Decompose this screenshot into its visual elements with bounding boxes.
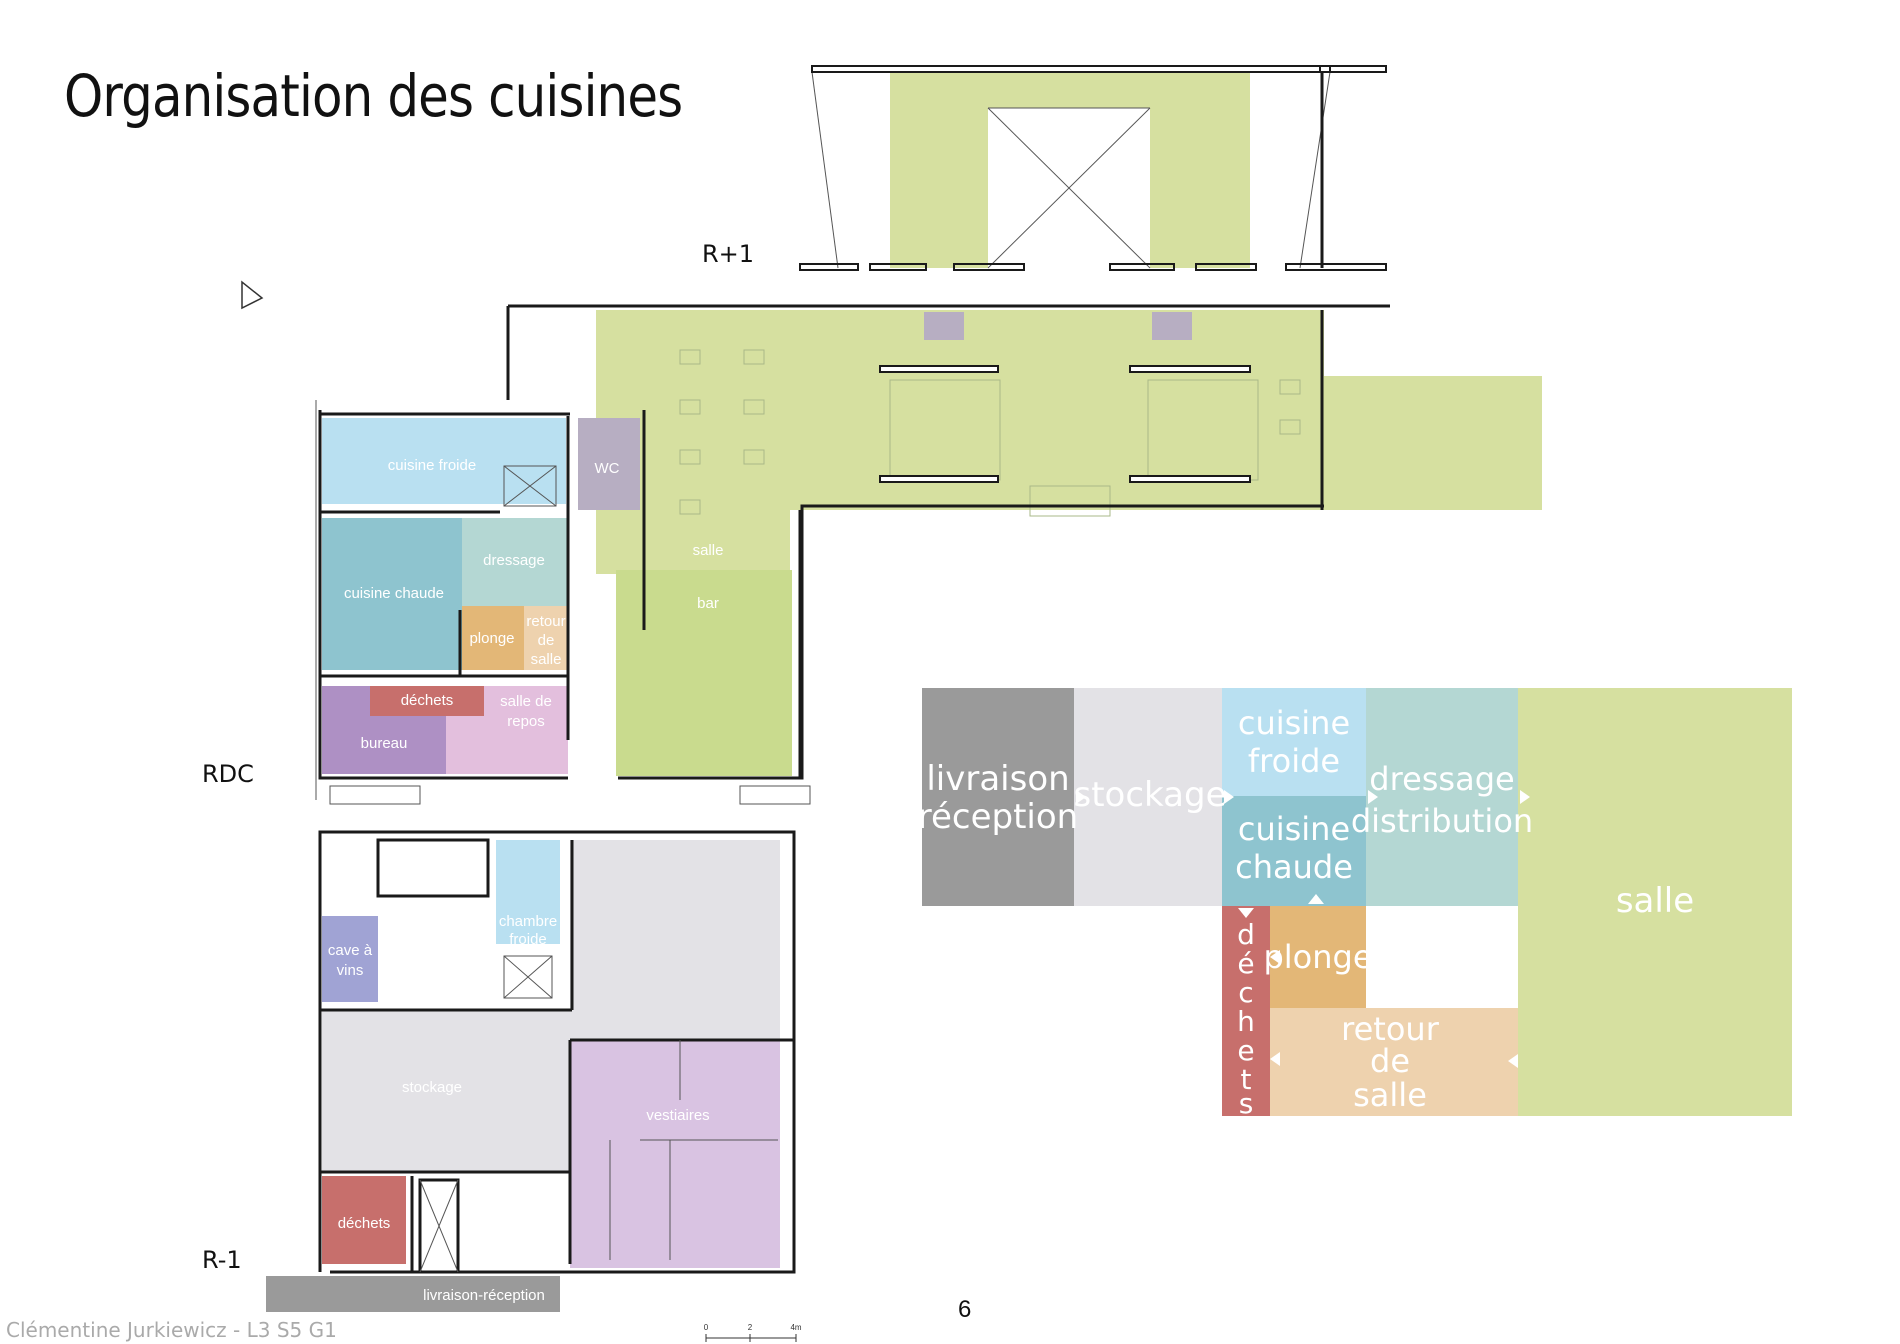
diag-dechets-letter: c (1238, 976, 1253, 1009)
rm1-stockage-right (570, 840, 780, 1040)
rm1-livraison (266, 1276, 560, 1312)
diag-label-salle: salle (1616, 881, 1694, 921)
arrow-salle-retour (1508, 1054, 1518, 1068)
label-dechets-rm1: déchets (338, 1215, 391, 1232)
rdc-wc-r2 (1152, 312, 1192, 340)
label-wc: WC (595, 460, 620, 477)
diag-dechets-letter: s (1239, 1087, 1254, 1120)
diag-dechets-letter: d (1237, 918, 1255, 951)
arrow-chaude-dechets (1238, 908, 1254, 918)
diag-cuisine-chaude (1222, 796, 1366, 906)
label-dechets: déchets (401, 692, 454, 709)
author-footer: Clémentine Jurkiewicz - L3 S5 G1 (6, 1318, 337, 1342)
plan-rm1 (266, 830, 796, 1312)
diag-plonge (1270, 906, 1366, 1008)
diag-dechets-letter: é (1237, 947, 1254, 980)
level-label-r1: R+1 (702, 240, 754, 268)
label-retour-2: de (538, 632, 555, 649)
label-dressage: dressage (483, 552, 545, 569)
diag-label-dressage-2: distribution (1351, 802, 1533, 840)
scale-tick-2: 2 (748, 1323, 753, 1332)
label-cuisine-chaude: cuisine chaude (344, 585, 444, 602)
diag-label-cuisine-chaude-2: chaude (1235, 848, 1353, 886)
label-bureau: bureau (361, 735, 408, 752)
diag-dechets (1222, 906, 1270, 1116)
diag-label-dechets: d é c h e t s (1237, 918, 1255, 1120)
diag-label-dressage-1: dressage (1369, 760, 1514, 798)
label-cuisine-froide: cuisine froide (388, 457, 476, 474)
rdc-plonge (462, 606, 524, 670)
rm1-cave-vins (322, 916, 378, 1002)
arrow-dressage-salle (1520, 790, 1530, 804)
diag-dechets-letter: e (1237, 1034, 1254, 1067)
label-salle: salle (693, 542, 724, 559)
diag-label-cuisine-froide-1: cuisine (1238, 704, 1350, 742)
label-retour-3: salle (531, 651, 562, 668)
diag-label-cuisine-froide-2: froide (1248, 742, 1340, 780)
label-livraison-reception: livraison-réception (423, 1287, 545, 1304)
level-label-rm1: R-1 (202, 1246, 242, 1274)
diag-label-retour-3: salle (1353, 1076, 1427, 1114)
diag-stockage (1074, 688, 1222, 906)
label-bar: bar (697, 595, 719, 612)
label-plonge: plonge (469, 630, 514, 647)
rm1-chambre-froide (496, 840, 560, 944)
arrow-plonge-dechets (1270, 950, 1280, 964)
diag-label-retour-2: de (1370, 1042, 1410, 1080)
diag-cuisine-froide (1222, 688, 1366, 796)
label-vestiaires: vestiaires (646, 1107, 709, 1124)
diag-label-retour-1: retour (1341, 1010, 1440, 1048)
plan-rdc (315, 304, 1542, 805)
label-chambre-froide-2: froide (509, 931, 547, 948)
diag-label-stockage: stockage (1074, 775, 1227, 815)
cursor-arrow-icon (241, 280, 264, 310)
diag-retour (1270, 1008, 1518, 1116)
rdc-wc (578, 418, 640, 510)
plan-r1 (799, 65, 1387, 271)
rm1-vestiaires (570, 1040, 780, 1268)
label-chambre-froide-1: chambre (499, 913, 557, 930)
diag-dechets-letter: t (1241, 1063, 1252, 1096)
scale-tick-4: 4m (790, 1323, 801, 1332)
page-number: 6 (958, 1296, 972, 1323)
label-cave-1: cave à (328, 942, 373, 959)
arrow-stockage-cuisine (1224, 790, 1234, 804)
rdc-salle-annex (1324, 376, 1542, 510)
page-title: Organisation des cuisines (64, 62, 683, 130)
label-salle-repos-2: repos (507, 713, 545, 730)
scale-bar: 0 2 4m (704, 1323, 802, 1342)
rm1-dechets (322, 1176, 406, 1264)
rdc-wc-r1 (924, 312, 964, 340)
arrow-retour-dechets (1270, 1052, 1280, 1066)
label-salle-repos-1: salle de (500, 693, 552, 710)
rdc-cuisine-chaude (322, 518, 462, 670)
diag-label-cuisine-chaude-1: cuisine (1238, 810, 1350, 848)
diag-livraison (922, 688, 1074, 906)
arrow-livraison-stockage (1076, 790, 1086, 804)
level-label-rdc: RDC (202, 760, 254, 788)
r1-salle-top (940, 72, 1158, 108)
scale-tick-0: 0 (704, 1323, 709, 1332)
label-stockage: stockage (402, 1079, 462, 1096)
r1-salle-right (1150, 72, 1250, 268)
diag-label-plonge: plonge (1263, 938, 1372, 976)
diag-salle (1518, 688, 1792, 1116)
flow-arrows (1076, 790, 1530, 1068)
rdc-dressage (462, 518, 568, 606)
diag-dechets-letter: h (1237, 1005, 1255, 1038)
diag-label-livraison-1: livraison (926, 759, 1069, 799)
diag-dressage (1366, 688, 1518, 906)
rdc-retour-salle (524, 606, 568, 670)
arrow-plonge-chaude (1308, 894, 1324, 904)
label-retour-1: retour (526, 613, 565, 630)
diag-label-livraison-2: réception (918, 797, 1078, 837)
flow-diagram: livraison réception stockage cuisine fro… (918, 688, 1792, 1120)
arrow-cuisine-dressage (1368, 790, 1378, 804)
label-cave-2: vins (337, 962, 364, 979)
rdc-dechets-overlay (370, 686, 484, 716)
